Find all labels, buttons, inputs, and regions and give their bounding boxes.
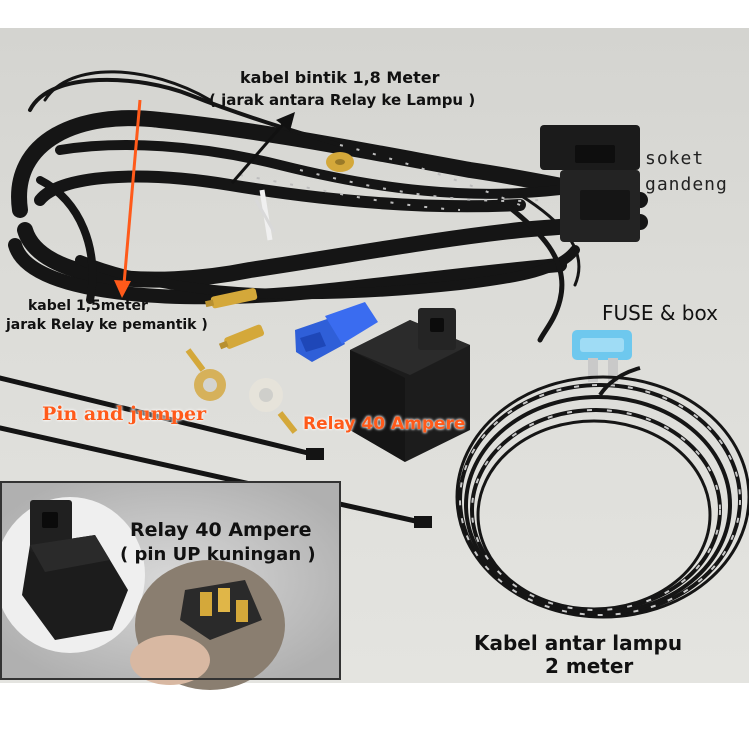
inset-brass-pins xyxy=(180,580,262,640)
lamp-cable-label-line2: 2 meter xyxy=(545,654,634,678)
inset-frame xyxy=(0,481,341,680)
short-cable-label-line1: kabel 1,5meter xyxy=(28,298,148,314)
short-cable-label-line2: jarak Relay ke pemantik ) xyxy=(6,317,208,333)
brass-lug-top xyxy=(326,152,354,172)
crimp-terminals xyxy=(205,288,265,350)
top-margin xyxy=(0,0,749,28)
wiring-harness xyxy=(8,70,648,343)
lamp-cable-label-line1: Kabel antar lampu xyxy=(474,631,683,655)
socket-connector xyxy=(540,125,640,242)
ring-terminals xyxy=(185,348,298,434)
relay-inset-label-line2: ( pin UP kuningan ) xyxy=(120,544,316,565)
inset-relay-icon xyxy=(22,500,128,640)
relay-icon xyxy=(350,308,470,462)
connector-icon xyxy=(295,302,378,362)
coiled-lamp-cable xyxy=(455,366,749,619)
fuse-icon xyxy=(572,330,632,382)
socket-label-line2: gandeng xyxy=(645,174,728,195)
cable-dashes xyxy=(239,144,541,211)
inset-photo xyxy=(0,483,339,690)
pins-label: Pin and jumper xyxy=(42,403,207,425)
socket-label-line1: soket xyxy=(645,148,705,169)
cable-tie-white xyxy=(254,189,276,241)
relay-main-label: Relay 40 Ampere xyxy=(303,414,466,434)
bottom-margin xyxy=(0,683,749,749)
long-cable-label-line2: ( jarak antara Relay ke Lampu ) xyxy=(209,91,476,109)
relay-inset-label-line1: Relay 40 Ampere xyxy=(130,519,312,541)
fuse-label: FUSE & box xyxy=(602,301,718,325)
long-cable-label-line1: kabel bintik 1,8 Meter xyxy=(240,68,440,87)
arrow-icon xyxy=(114,99,295,298)
cable-ties xyxy=(0,375,432,528)
